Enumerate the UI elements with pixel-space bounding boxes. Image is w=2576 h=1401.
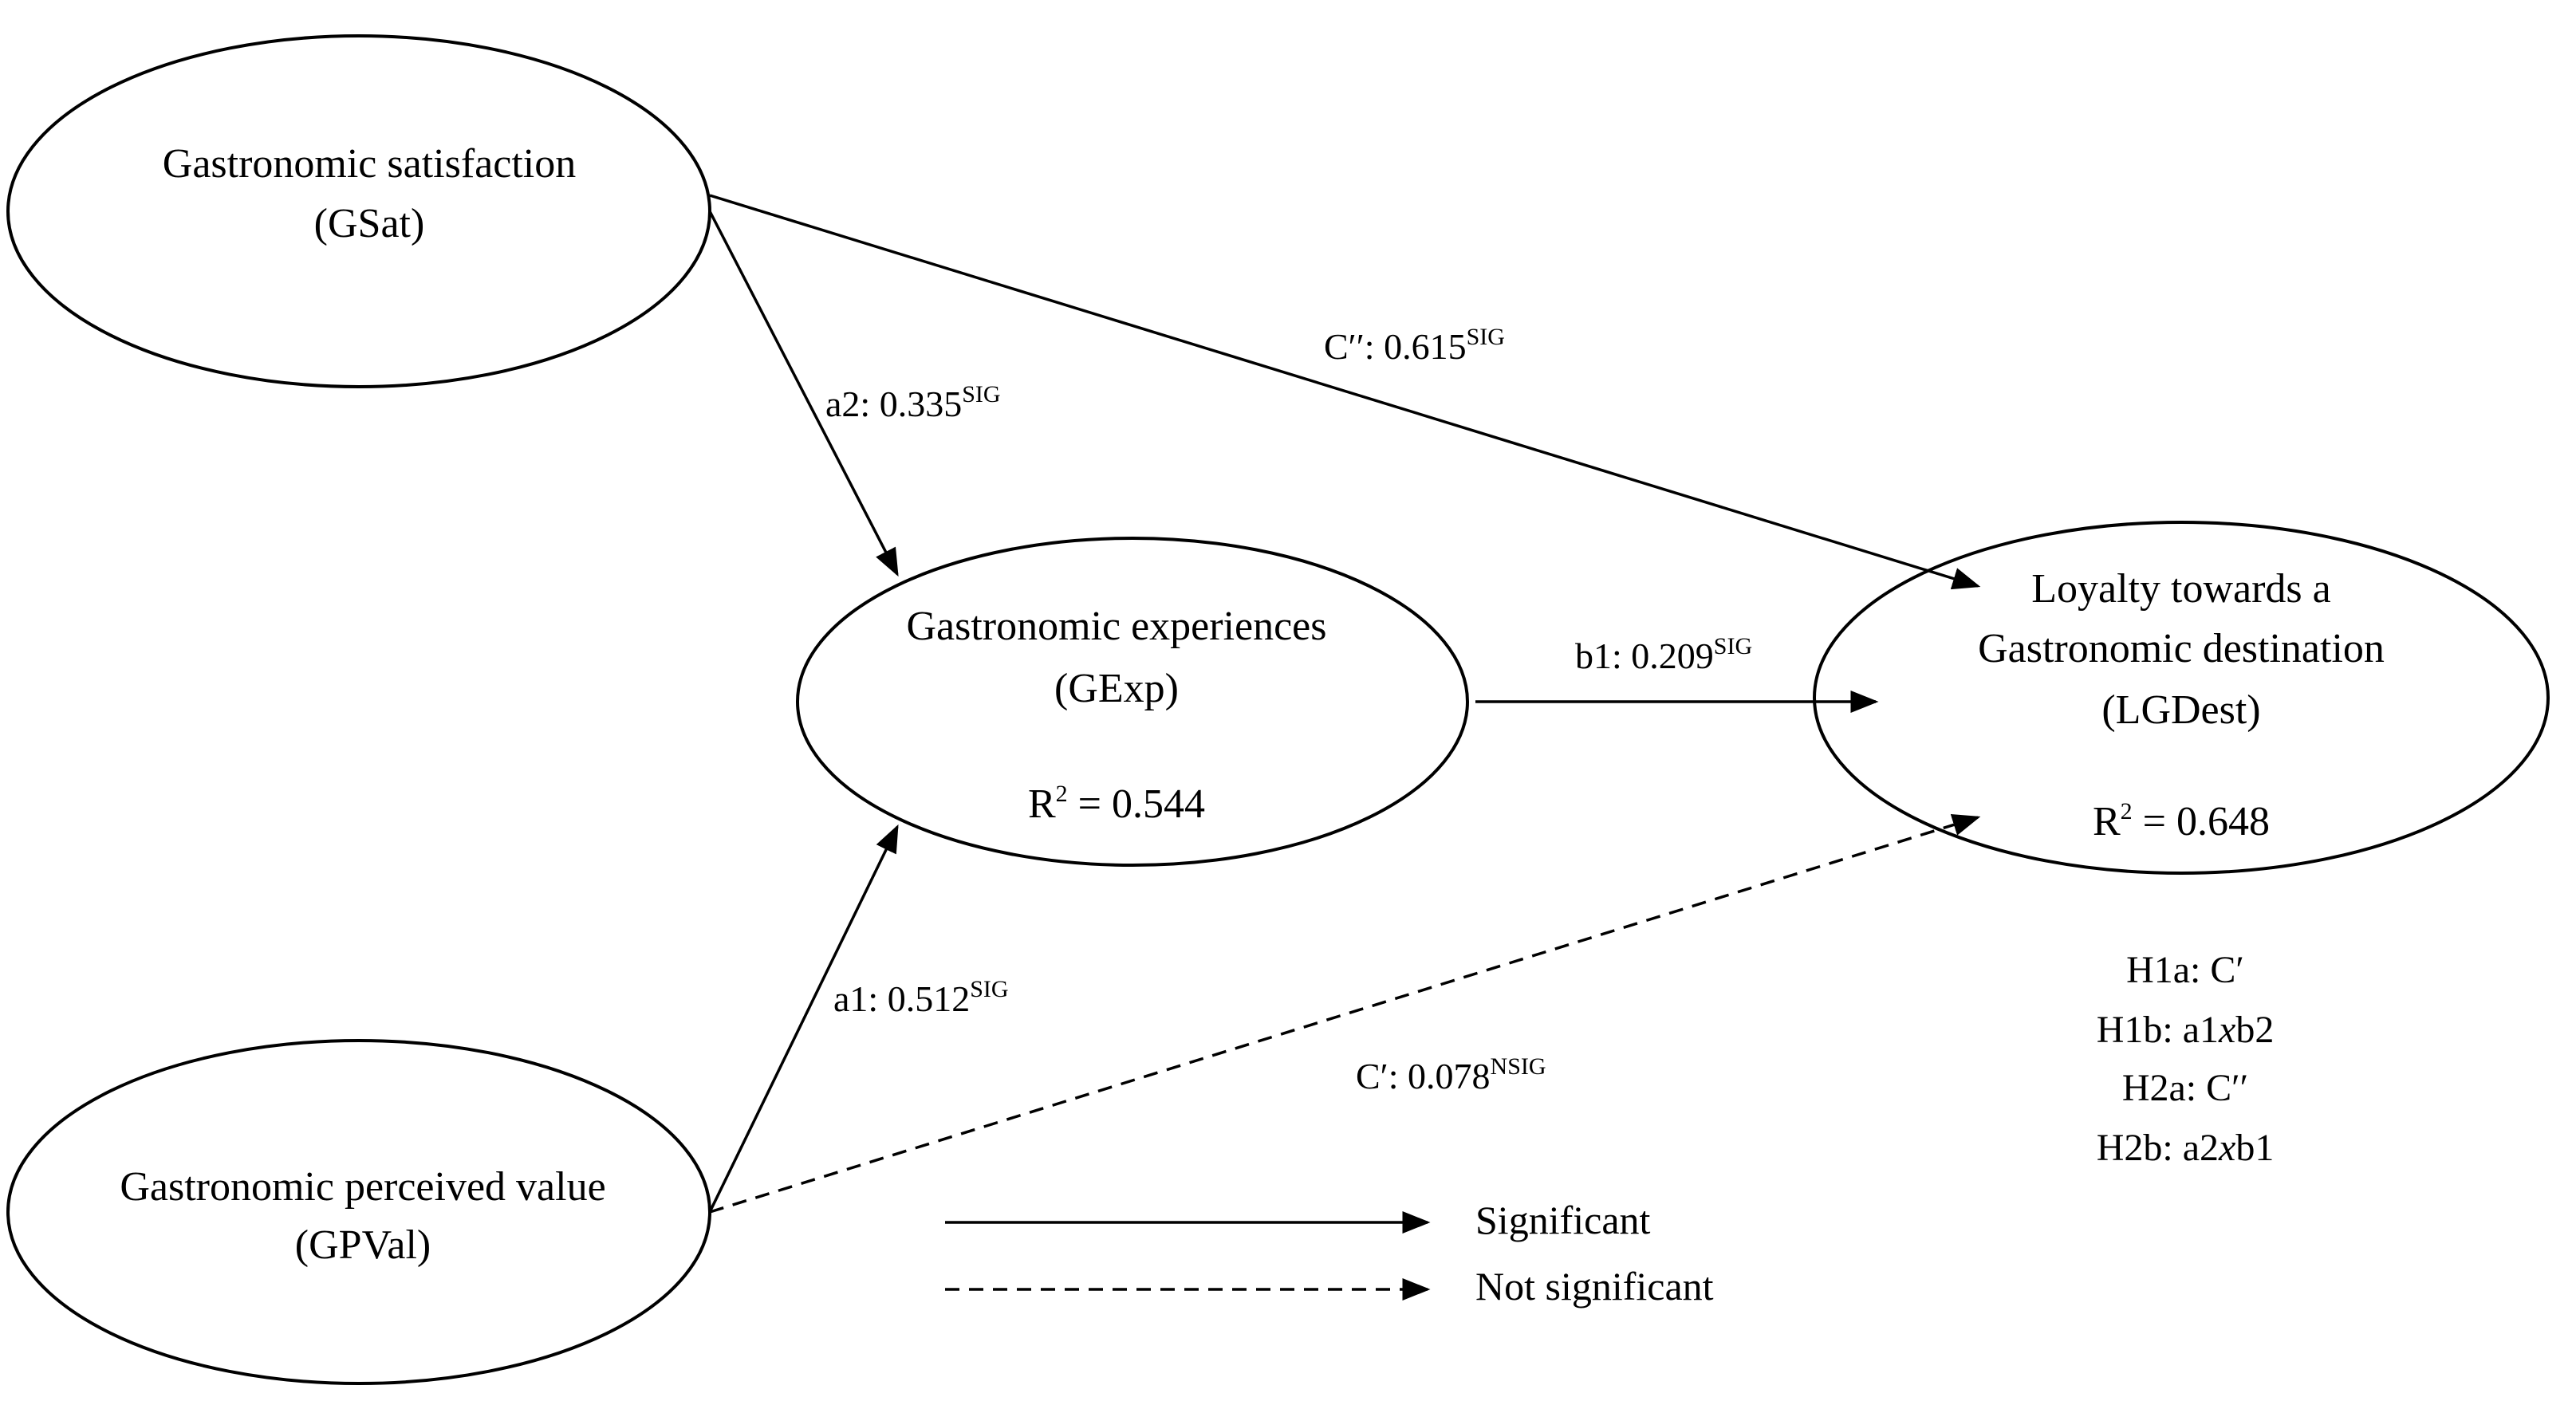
lgdest-label-line2: Gastronomic destination [1978, 626, 2385, 671]
c-prime-coefficient-label: C′: 0.078NSIG [1356, 1053, 1546, 1096]
hypothesis-h2a: H2a: C′′ [2122, 1067, 2248, 1109]
a2-coefficient-label: a2: 0.335SIG [825, 381, 1001, 424]
b1-coefficient-label: b1: 0.209SIG [1575, 633, 1752, 676]
hypothesis-h1b: H1b: a1xb2 [2097, 1009, 2275, 1051]
gsat-abbrev: (GSat) [314, 201, 425, 246]
a1-coefficient-label: a1: 0.512SIG [833, 976, 1009, 1019]
gpval-ellipse [6, 1039, 711, 1385]
gexp-abbrev: (GExp) [1054, 666, 1179, 711]
gpval-abbrev: (GPVal) [295, 1222, 431, 1268]
c-double-prime-coefficient-label: C′′: 0.615SIG [1324, 324, 1505, 367]
legend-significant-label: Significant [1475, 1198, 1651, 1242]
legend-not-significant-label: Not significant [1475, 1264, 1714, 1309]
a2-path-arrow [708, 211, 899, 577]
gpval-label: Gastronomic perceived value [120, 1164, 605, 1210]
hypothesis-h1a: H1a: C′ [2126, 949, 2244, 991]
lgdest-abbrev: (LGDest) [2101, 687, 2260, 733]
lgdest-r2: R2 = 0.648 [2093, 798, 2270, 844]
hypothesis-h2b: H2b: a2xb1 [2097, 1127, 2275, 1169]
a1-path-arrow [708, 824, 899, 1213]
lgdest-label-line1: Loyalty towards a [2031, 566, 2330, 612]
gsat-label: Gastronomic satisfaction [163, 141, 576, 187]
gexp-r2: R2 = 0.544 [1028, 781, 1205, 827]
c-prime-path-arrow [709, 813, 1981, 1214]
c-double-prime-path-arrow [709, 194, 1981, 590]
lgdest-ellipse [1813, 521, 2550, 875]
gexp-ellipse [796, 537, 1469, 867]
gexp-label: Gastronomic experiences [906, 604, 1326, 649]
